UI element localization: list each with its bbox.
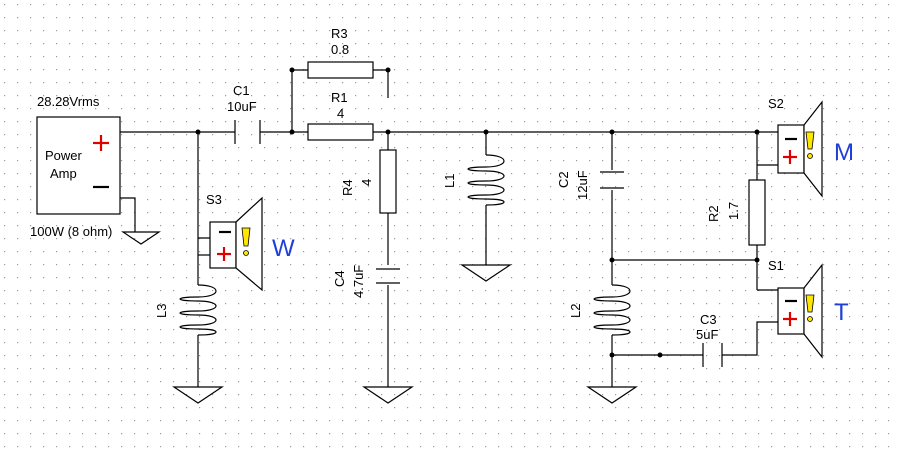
inductor-l2[interactable]: L2 bbox=[568, 284, 631, 336]
amp-power-label: 100W (8 ohm) bbox=[30, 224, 112, 239]
s1-warning-icon bbox=[805, 294, 815, 322]
ground-woofer bbox=[172, 386, 224, 404]
c1-value: 10uF bbox=[227, 99, 257, 114]
c1-name: C1 bbox=[233, 83, 250, 98]
inductor-l1[interactable]: L1 bbox=[442, 154, 505, 206]
amp-name-line1: Power bbox=[45, 148, 83, 163]
amp-plus-icon bbox=[93, 135, 109, 151]
l1-name: L1 bbox=[442, 174, 457, 188]
c2-value: 12uF bbox=[575, 170, 590, 200]
r3-name: R3 bbox=[331, 26, 348, 41]
r1-name: R1 bbox=[331, 90, 348, 105]
s1-name: S1 bbox=[768, 258, 784, 273]
r2-value: 1.7 bbox=[726, 202, 741, 220]
s3-plus-icon bbox=[217, 247, 231, 261]
c4-name: C4 bbox=[332, 270, 347, 287]
speaker-s3[interactable]: S3 W bbox=[206, 192, 295, 292]
ground-c4 bbox=[362, 386, 414, 404]
c4-value: 4.7uF bbox=[351, 265, 366, 298]
r1-value: 4 bbox=[337, 106, 344, 121]
s1-letter: T bbox=[834, 299, 849, 326]
ground-amp bbox=[121, 231, 161, 245]
c3-name: C3 bbox=[700, 312, 717, 327]
s2-letter: M bbox=[834, 139, 854, 166]
s3-warning-icon bbox=[241, 227, 251, 256]
r2-name: R2 bbox=[706, 205, 721, 222]
r4-name: R4 bbox=[340, 179, 355, 196]
wires bbox=[120, 69, 778, 387]
ground-l1 bbox=[460, 264, 512, 282]
ground-l2 bbox=[586, 386, 638, 404]
s2-name: S2 bbox=[768, 96, 784, 111]
inductor-l3[interactable]: L3 bbox=[154, 284, 217, 336]
resistor-r2[interactable]: R2 1.7 bbox=[706, 179, 766, 246]
capacitor-c3[interactable]: C3 5uF bbox=[696, 312, 723, 367]
junction-dots bbox=[195, 67, 760, 358]
capacitor-c2[interactable]: C2 12uF bbox=[556, 170, 624, 200]
s1-plus-icon bbox=[783, 312, 797, 326]
s2-plus-icon bbox=[783, 150, 797, 164]
r3-value: 0.8 bbox=[331, 42, 349, 57]
capacitor-c4[interactable]: C4 4.7uF bbox=[332, 265, 400, 298]
c2-name: C2 bbox=[556, 171, 571, 188]
s2-warning-icon bbox=[805, 131, 815, 159]
capacitor-c1[interactable]: C1 10uF bbox=[227, 83, 261, 144]
l3-name: L3 bbox=[154, 304, 169, 318]
s3-letter: W bbox=[272, 235, 295, 262]
power-amp[interactable]: 28.28Vrms Power Amp 100W (8 ohm) bbox=[30, 94, 121, 239]
s3-name: S3 bbox=[206, 192, 222, 207]
resistor-r3[interactable]: R3 0.8 bbox=[307, 26, 374, 79]
r4-value: 4 bbox=[359, 179, 374, 186]
l2-name: L2 bbox=[568, 304, 583, 318]
speaker-s1[interactable]: S1 T bbox=[768, 258, 849, 359]
speaker-s2[interactable]: S2 M bbox=[768, 96, 854, 198]
resistor-r1[interactable]: R1 4 bbox=[307, 90, 374, 141]
c3-value: 5uF bbox=[696, 327, 718, 342]
resistor-r4[interactable]: R4 4 bbox=[340, 149, 397, 214]
amp-name-line2: Amp bbox=[50, 166, 77, 181]
amp-voltage-label: 28.28Vrms bbox=[37, 94, 100, 109]
